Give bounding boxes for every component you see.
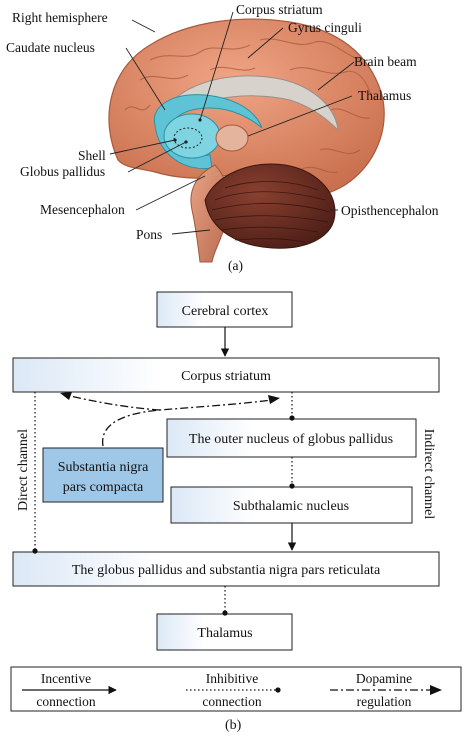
label-caudate-nucleus: Caudate nucleus (6, 40, 95, 55)
globus-pallidus-dashed-outline (173, 127, 203, 149)
caption-a: (a) (228, 258, 243, 273)
legend-dopamine-arrowhead (430, 685, 442, 695)
brain-illustration: Right hemisphere Corpus striatum Gyrus c… (6, 2, 439, 273)
cerebellum-shape (204, 163, 336, 249)
thalamus-shape (215, 124, 249, 152)
putamen-shape (163, 113, 221, 159)
label-pons: Pons (136, 227, 162, 242)
text-substantia-nigra-line2: pars compacta (63, 480, 144, 495)
text-outer-nucleus: The outer nucleus of globus pallidus (189, 432, 393, 447)
dopamine-arrowheads (60, 392, 280, 404)
label-shell: Shell (78, 148, 106, 163)
caption-b: (b) (225, 718, 242, 733)
legend-inhibitive-line1: Inhibitive (206, 671, 259, 686)
legend-inhibitive-line2: connection (202, 694, 261, 709)
label-globus-pallidus: Globus pallidus (20, 164, 105, 179)
box-cerebral-cortex (156, 291, 293, 328)
text-globus-pallidus-snr: The globus pallidus and substantia nigra… (72, 563, 381, 578)
label-corpus-striatum: Corpus striatum (236, 2, 323, 17)
legend-dopamine-line2: regulation (357, 694, 412, 709)
label-indirect-channel: Indirect channel (421, 429, 436, 520)
label-gyrus-cinguli: Gyrus cinguli (288, 20, 362, 35)
text-subthalamic-nucleus: Subthalamic nucleus (233, 499, 349, 514)
legend-dopamine-line1: Dopamine (356, 671, 412, 686)
box-corpus-striatum (12, 357, 440, 393)
text-substantia-nigra-line1: Substantia nigra (58, 460, 149, 475)
basal-ganglia-flow-diagram: Cerebral cortex Corpus striatum The oute… (10, 291, 462, 733)
leader-dots (173, 118, 202, 144)
leader-lines (109, 11, 355, 235)
label-thalamus: Thalamus (358, 88, 411, 103)
legend-box (10, 666, 462, 712)
label-direct-channel: Direct channel (16, 429, 31, 511)
label-brain-beam: Brain beam (354, 54, 417, 69)
box-substantia-nigra-pars-compacta (42, 447, 164, 503)
text-cerebral-cortex: Cerebral cortex (182, 304, 269, 319)
box-globus-pallidus-snr (12, 551, 440, 587)
inhibitive-endpoints (32, 415, 295, 616)
text-thalamus: Thalamus (197, 626, 252, 641)
cerebellum-folia (211, 181, 331, 243)
box-outer-nucleus-globus-pallidus (166, 418, 417, 458)
label-right-hemisphere: Right hemisphere (12, 10, 108, 25)
legend-incentive-line2: connection (36, 694, 95, 709)
incentive-connections (220, 327, 297, 551)
dopamine-regulation-paths (65, 394, 273, 447)
inhibitive-connections (34, 392, 293, 612)
box-subthalamic-nucleus (170, 486, 413, 524)
legend-incentive-line1: Incentive (41, 671, 91, 686)
label-opisthencephalon: Opisthencephalon (341, 203, 439, 218)
label-mesencephalon: Mesencephalon (40, 202, 125, 217)
gyri-lines (124, 38, 373, 173)
legend-inhibitive-dot (275, 687, 281, 693)
text-corpus-striatum: Corpus striatum (181, 369, 271, 384)
